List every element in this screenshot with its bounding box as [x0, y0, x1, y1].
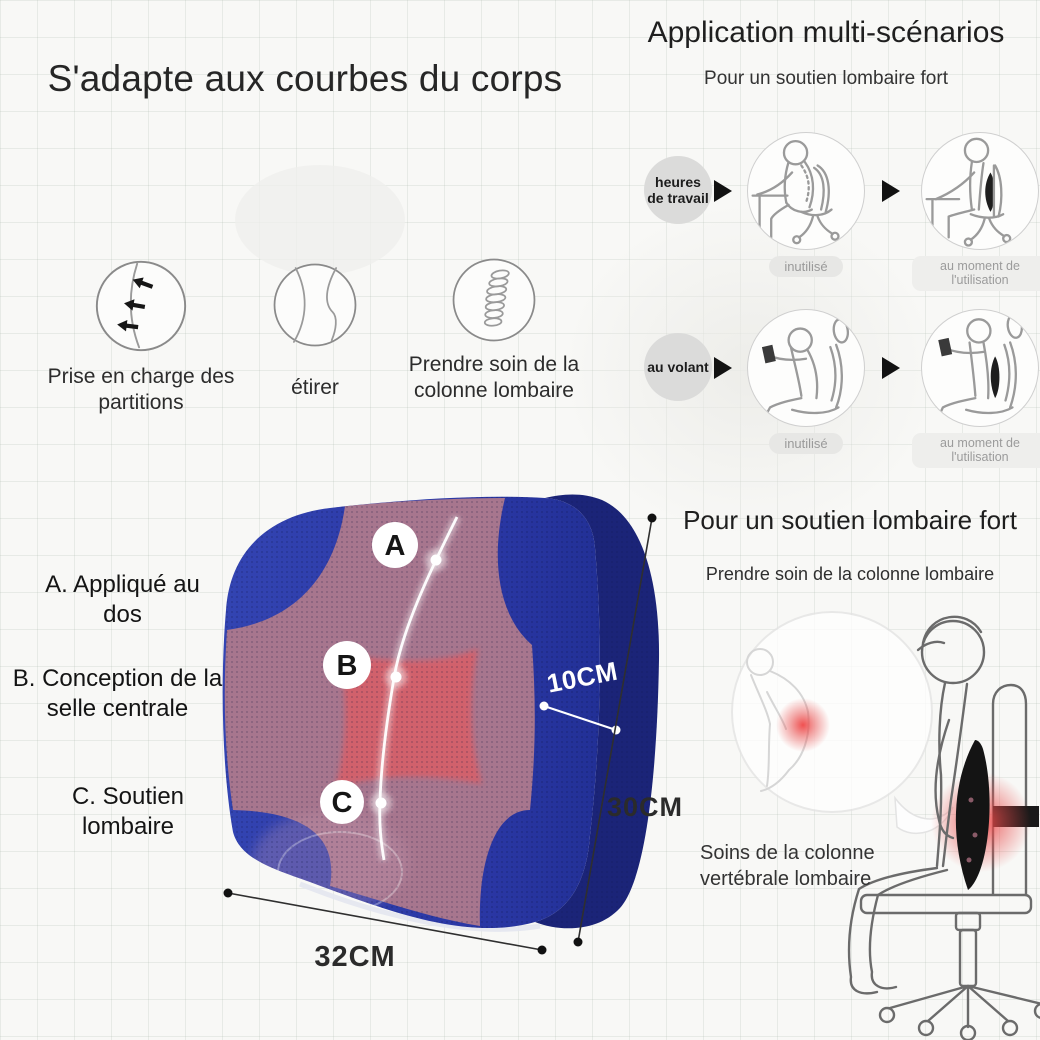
partition-support-icon [95, 260, 187, 352]
background-watermark-blob [235, 165, 405, 275]
driving-used-illustration [921, 309, 1039, 427]
before-label: inutilisé [769, 256, 843, 277]
spine-coil-icon [452, 258, 536, 342]
arrow-right-icon [714, 357, 732, 379]
scenario-tag: heures de travail [644, 156, 712, 224]
callout-lumbar-support: C. Soutien lombaire [71, 783, 185, 840]
cushion-bottom-piping [299, 881, 541, 932]
feature-spine-care: Prendre soin de la colonne lombaire [404, 256, 584, 404]
scenario-after: au moment de l'utilisation [910, 309, 1040, 468]
adapt-section-title: S'adapte aux courbes du corps [47, 58, 563, 99]
scenario-before: inutilisé [736, 132, 876, 277]
badge-b: B [323, 641, 371, 689]
support-section-subtitle: Prendre soin de la colonne lombaire [705, 564, 995, 584]
feature-partition-support: Prise en charge des partitions [36, 258, 246, 416]
scenarios-subtitle: Pour un soutien lombaire fort [704, 68, 948, 89]
pain-bubble [731, 611, 954, 835]
dimension-height: 30CM [573, 513, 683, 947]
chair-person [847, 615, 1040, 1040]
lumbar-cushion-side [955, 740, 990, 890]
sitting-person-illustration [731, 611, 1040, 1040]
scenarios-title: Application multi-scénarios [647, 16, 1005, 49]
svg-text:B: B [337, 650, 358, 682]
support-caption: Soins de la colonne vertébrale lombaire [700, 842, 875, 890]
feature-caption: Prendre soin de la colonne lombaire [408, 353, 580, 402]
svg-text:30CM: 30CM [607, 792, 683, 822]
arrow-right-icon [882, 357, 900, 379]
work-unused-illustration [747, 132, 865, 250]
callout-center-saddle: B. Conception de la selle centrale [12, 665, 223, 722]
cushion-diagram: A B C 10CM 30CM 32CM [222, 494, 683, 973]
arrow-right-icon [714, 180, 732, 202]
scenario-tag: au volant [644, 333, 712, 401]
stretch-icon [273, 263, 357, 347]
callout-applied-to-back: A. Appliqué au dos [45, 571, 200, 628]
after-label: au moment de l'utilisation [912, 256, 1040, 291]
driving-unused-illustration [747, 309, 865, 427]
scenario-after: au moment de l'utilisation [910, 132, 1040, 291]
scenario-row-driving: au volant inutilisé [644, 295, 1040, 468]
badge-c: C [320, 780, 364, 824]
before-label: inutilisé [769, 433, 843, 454]
feature-caption: étirer [291, 376, 339, 399]
feature-caption: Prise en charge des partitions [47, 365, 235, 414]
scenario-before: inutilisé [736, 309, 876, 454]
feature-stretch: étirer [225, 261, 405, 401]
support-section-title: Pour un soutien lombaire fort [683, 505, 1017, 535]
pain-glow [776, 698, 830, 752]
badge-a: A [372, 522, 418, 568]
arrow-right-icon [882, 180, 900, 202]
dimension-width: 32CM [223, 888, 547, 973]
work-used-illustration [921, 132, 1039, 250]
svg-text:A: A [385, 530, 406, 562]
scenario-row-work: heures de travail in [644, 118, 1040, 291]
after-label: au moment de l'utilisation [912, 433, 1040, 468]
svg-text:32CM: 32CM [314, 941, 395, 973]
svg-text:C: C [332, 787, 353, 819]
spine-glow-line [370, 515, 461, 861]
